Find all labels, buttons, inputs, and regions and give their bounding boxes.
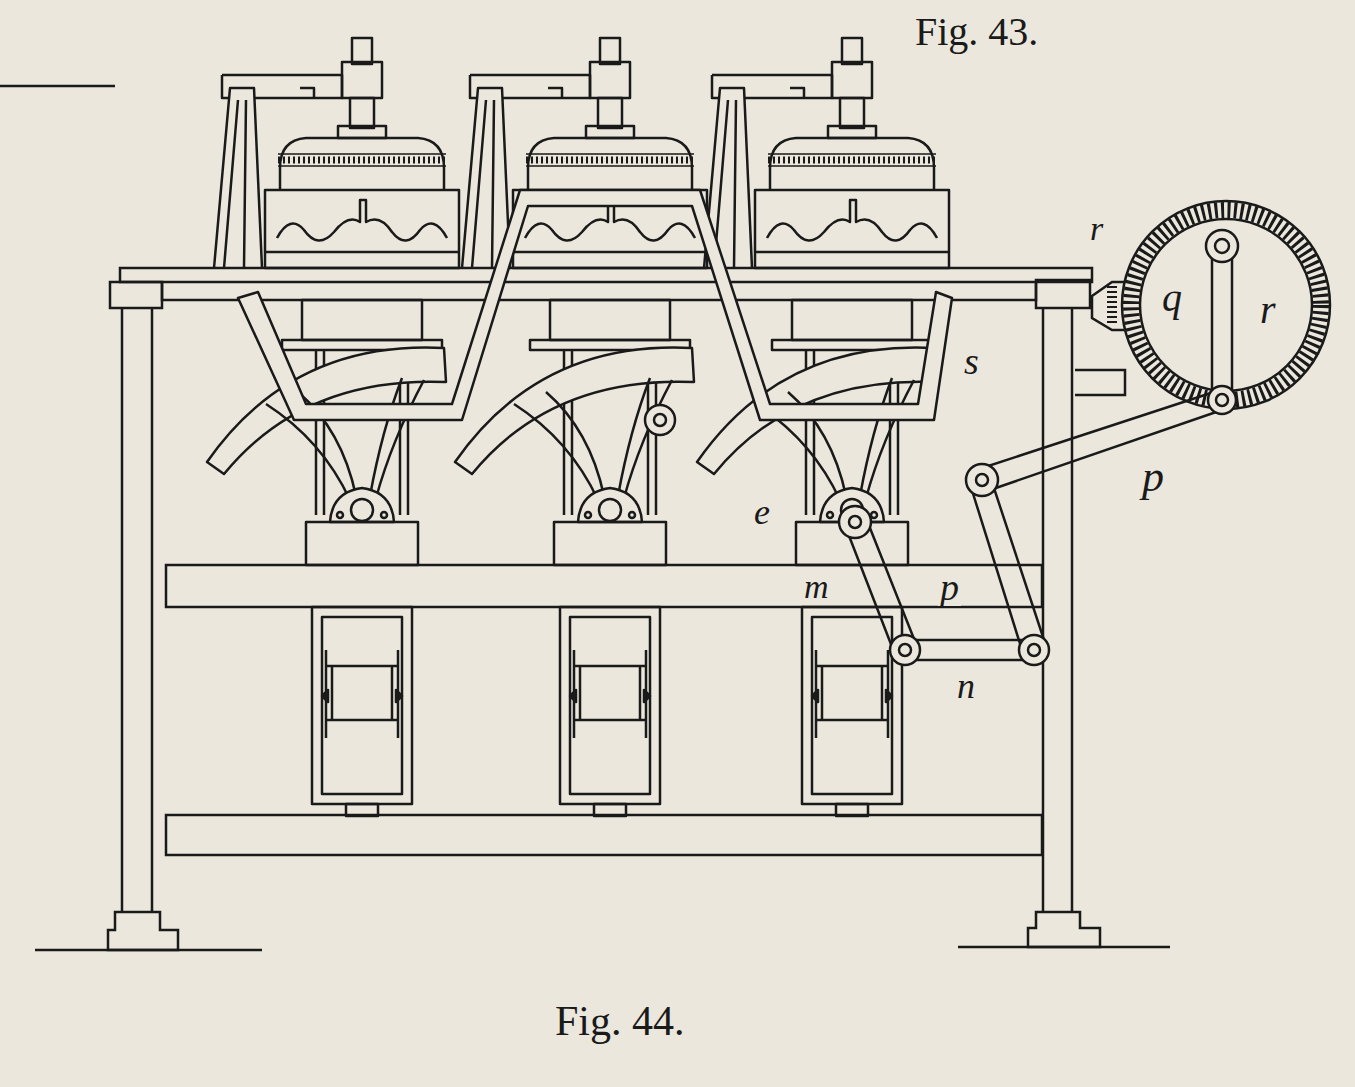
link-joint	[1019, 635, 1049, 665]
zigzag-bar	[238, 190, 952, 420]
figure-number: Fig. 43.	[915, 12, 1038, 52]
spinning-unit	[455, 38, 707, 816]
gear-bracket	[1075, 370, 1125, 395]
link-joint-pin	[899, 644, 911, 656]
link-joint	[890, 635, 920, 665]
table-top	[120, 268, 1092, 282]
part-letter: p	[938, 568, 961, 606]
left-bearing	[110, 282, 162, 308]
crank-pin-dot	[1216, 394, 1228, 406]
part-letter: p	[1140, 455, 1166, 499]
part-letter: e	[752, 494, 772, 530]
pinion-teeth	[1107, 286, 1117, 326]
figure-caption: Fig. 44.	[555, 1000, 685, 1042]
part-letter: r	[1258, 290, 1278, 330]
lever-pivot-pin	[849, 516, 861, 528]
crank-pin	[1208, 386, 1236, 414]
crank-arm	[1212, 250, 1232, 395]
rod-joint	[966, 464, 998, 496]
drive	[839, 201, 1330, 665]
link-bars	[238, 190, 952, 435]
right-bearing	[1036, 280, 1090, 308]
spinning-unit	[207, 38, 459, 816]
crank-hub-pin	[1215, 239, 1229, 253]
link-joint-pin	[1028, 644, 1040, 656]
crank-hub	[1206, 230, 1238, 262]
gear-rim	[1140, 219, 1312, 391]
rule-line	[0, 85, 115, 88]
part-letter: s	[962, 342, 981, 380]
spinning-unit	[697, 38, 949, 816]
rod-joint-pin	[976, 474, 988, 486]
gear-teeth	[1131, 210, 1321, 400]
part-letter: n	[955, 668, 977, 704]
part-letter: r	[1088, 212, 1105, 246]
bottom-beam	[166, 815, 1042, 855]
link-n	[905, 640, 1034, 660]
connecting-rod	[976, 392, 1222, 490]
part-letter: q	[1160, 278, 1184, 318]
pivot	[645, 405, 675, 435]
pivot-pin	[654, 414, 666, 426]
ground-line	[35, 947, 1170, 950]
middle-beam	[166, 565, 1042, 607]
lever-pivot	[839, 506, 871, 538]
part-letter: m	[802, 570, 831, 604]
table-rail	[162, 282, 1036, 300]
left-leg	[108, 308, 178, 950]
gear-wheel	[1122, 201, 1330, 409]
rocker-lever	[970, 476, 1044, 650]
